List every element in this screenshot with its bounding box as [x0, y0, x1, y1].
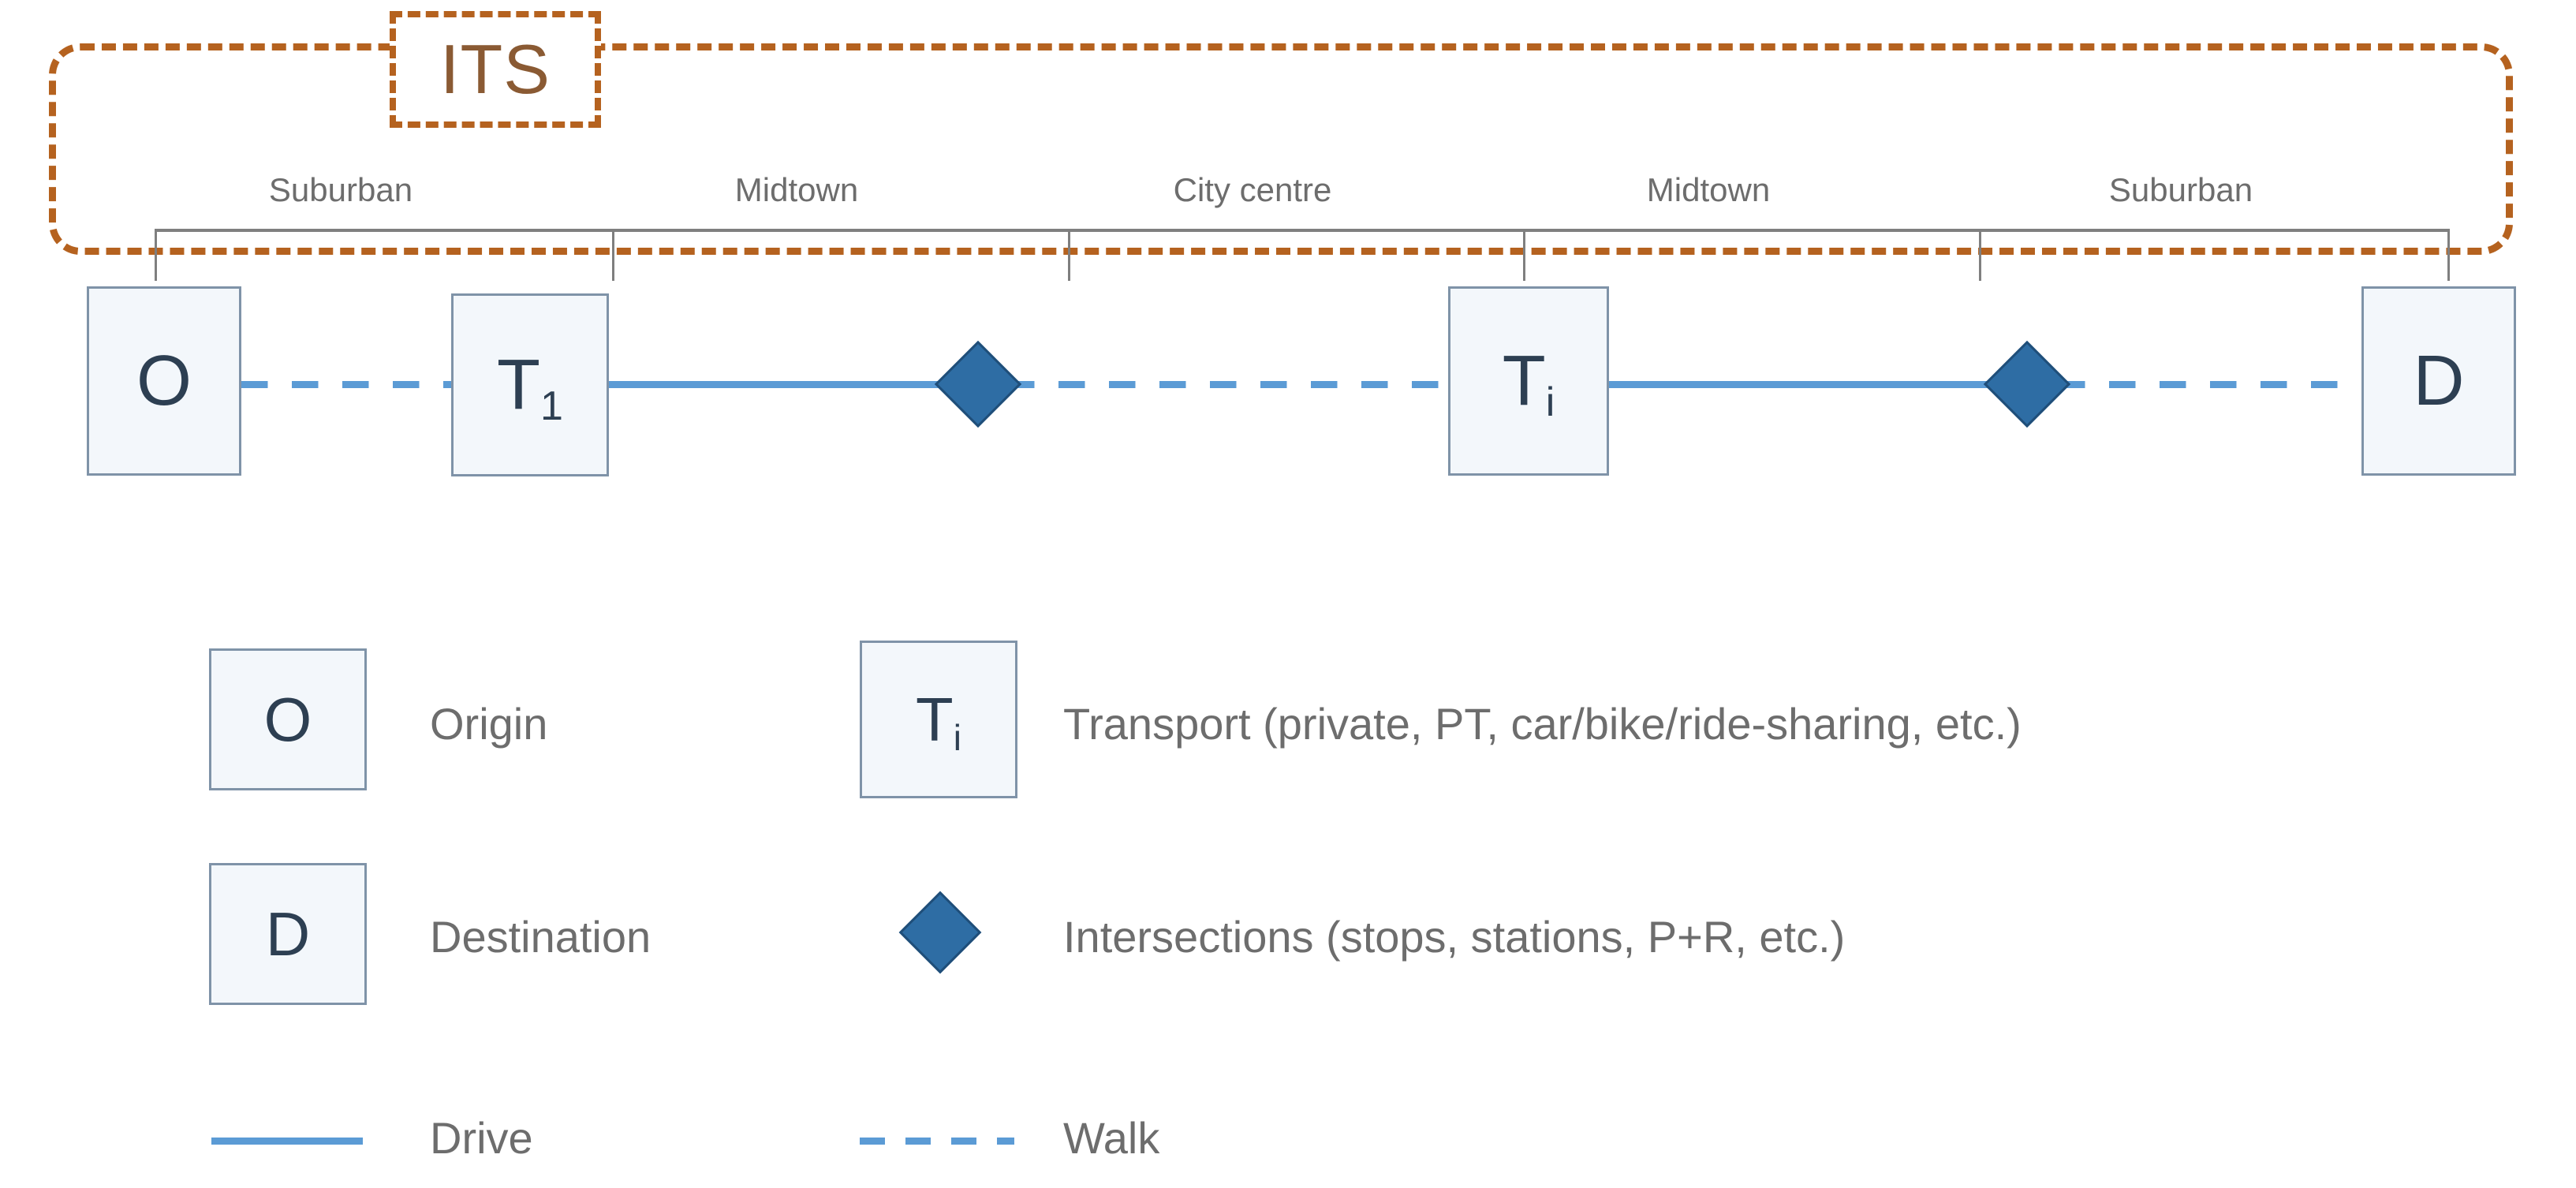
zone-tick-3	[1523, 229, 1525, 281]
legend-origin-glyph: O	[263, 685, 312, 754]
link-walk-intersection2-to-destination	[2059, 381, 2361, 388]
legend-walk-label: Walk	[1063, 1113, 1160, 1163]
legend-transport-symbol: Ti	[860, 641, 1017, 798]
its-label-text: ITS	[440, 30, 551, 108]
legend-origin-label: Origin	[430, 699, 548, 749]
zone-label-suburban-right: Suburban	[2108, 171, 2253, 208]
node-transport-1-label: T1	[497, 346, 563, 429]
legend-destination-glyph: D	[265, 899, 311, 969]
zone-bracket-line	[155, 229, 2450, 232]
legend-drive-label: Drive	[430, 1113, 533, 1163]
zone-tick-1	[612, 229, 614, 281]
legend-intersection-diamond	[898, 891, 982, 974]
legend-transport-label: Transport (private, PT, car/bike/ride-sh…	[1063, 699, 2022, 749]
legend-drive-line	[211, 1138, 363, 1145]
its-label-box: ITS	[390, 11, 601, 128]
zone-tick-2	[1068, 229, 1070, 281]
link-walk-origin-to-transport1	[241, 381, 451, 388]
legend-destination-label: Destination	[430, 912, 651, 962]
node-origin-label: O	[136, 342, 192, 420]
legend-destination-symbol: D	[209, 863, 367, 1005]
node-destination-label: D	[2413, 342, 2465, 420]
legend-transport-glyph: Ti	[916, 685, 961, 758]
legend-intersection-label: Intersections (stops, stations, P+R, etc…	[1063, 912, 1846, 962]
legend-walk-line	[860, 1138, 1014, 1145]
node-transport-i-label: Ti	[1502, 342, 1555, 425]
node-transport-i: Ti	[1448, 286, 1609, 476]
zone-bracket	[155, 229, 2450, 281]
legend-origin-symbol: O	[209, 648, 367, 790]
node-origin: O	[87, 286, 241, 476]
zone-label-midtown-left: Midtown	[734, 171, 859, 208]
link-walk-intersection1-to-transporti	[1008, 381, 1448, 388]
link-drive-transporti-to-intersection2	[1609, 381, 2027, 388]
zone-label-midtown-right: Midtown	[1646, 171, 1771, 208]
node-transport-1: T1	[451, 293, 609, 476]
its-boundary	[49, 43, 2513, 255]
zone-tick-right-end	[2447, 229, 2450, 281]
zone-tick-left-end	[155, 229, 157, 281]
zone-tick-4	[1979, 229, 1981, 281]
node-destination: D	[2361, 286, 2516, 476]
zone-label-suburban-left: Suburban	[268, 171, 413, 208]
zone-label-city-centre: City centre	[1173, 171, 1332, 208]
link-drive-transport1-to-intersection1	[609, 381, 978, 388]
